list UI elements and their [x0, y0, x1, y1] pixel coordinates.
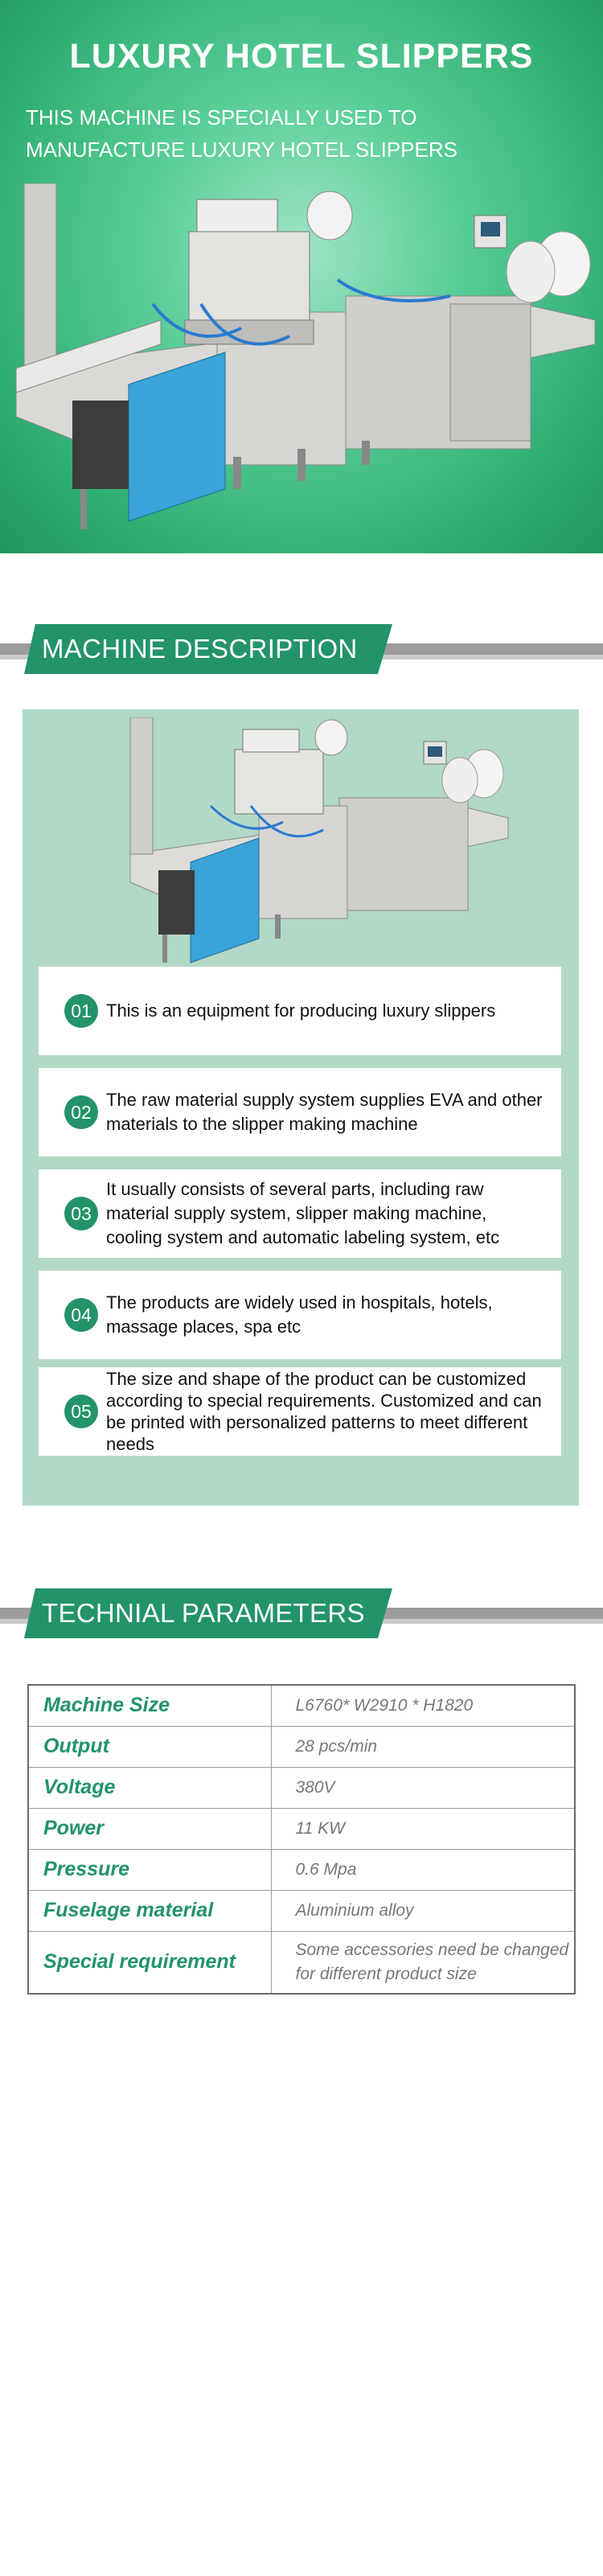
param-key: Fuselage material: [27, 1889, 272, 1932]
machine-description-header: MACHINE DESCRIPTION: [0, 624, 603, 674]
feature-number: 01: [64, 994, 98, 1028]
table-row: Power 11 KW: [27, 1807, 576, 1850]
feature-text: The products are widely used in hospital…: [106, 1292, 493, 1337]
table-row: Fuselage material Aluminium alloy: [27, 1889, 576, 1932]
param-key: Pressure: [27, 1848, 272, 1891]
hero-subtitle-line-2: MANUFACTURE LUXURY HOTEL SLIPPERS: [26, 138, 457, 162]
feature-text: It usually consists of several parts, in…: [106, 1179, 500, 1247]
machine-thumbnail: [129, 717, 509, 963]
feature-number: 03: [64, 1197, 98, 1230]
param-key: Power: [27, 1807, 272, 1850]
feature-item-05: 05 The size and shape of the product can…: [39, 1367, 561, 1456]
param-value: L6760* W2910 * H1820: [270, 1684, 576, 1727]
technical-parameters-header: TECHNIAL PARAMETERS: [0, 1588, 603, 1638]
feature-text: The raw material supply system supplies …: [106, 1090, 543, 1134]
table-row: Special requirement Some accessories nee…: [27, 1930, 576, 1995]
hero-banner: LUXURY HOTEL SLIPPERS THIS MACHINE IS SP…: [0, 0, 603, 553]
feature-item-03: 03 It usually consists of several parts,…: [39, 1169, 561, 1258]
table-row: Voltage 380V: [27, 1766, 576, 1809]
feature-number: 02: [64, 1095, 98, 1129]
param-key: Special requirement: [27, 1930, 272, 1995]
feature-number: 04: [64, 1298, 98, 1332]
feature-item-04: 04 The products are widely used in hospi…: [39, 1271, 561, 1359]
machine-image: [15, 183, 596, 529]
param-value: Aluminium alloy: [270, 1889, 576, 1932]
feature-item-01: 01 This is an equipment for producing lu…: [39, 967, 561, 1055]
param-value: Some accessories need be changed for dif…: [270, 1930, 576, 1995]
param-value: 11 KW: [270, 1807, 576, 1850]
hero-title: LUXURY HOTEL SLIPPERS: [69, 37, 534, 76]
param-key: Output: [27, 1725, 272, 1768]
feature-text: The size and shape of the product can be…: [106, 1369, 542, 1454]
section-title: TECHNIAL PARAMETERS: [24, 1588, 392, 1638]
param-value: 0.6 Mpa: [270, 1848, 576, 1891]
hero-subtitle-line-1: THIS MACHINE IS SPECIALLY USED TO: [26, 105, 417, 129]
hero-subtitle: THIS MACHINE IS SPECIALLY USED TO MANUFA…: [26, 101, 457, 166]
table-row: Pressure 0.6 Mpa: [27, 1848, 576, 1891]
feature-text: This is an equipment for producing luxur…: [106, 1000, 496, 1021]
table-row: Machine Size L6760* W2910 * H1820: [27, 1684, 576, 1727]
param-key: Machine Size: [27, 1684, 272, 1727]
feature-item-02: 02 The raw material supply system suppli…: [39, 1068, 561, 1157]
parameters-table: Machine Size L6760* W2910 * H1820 Output…: [27, 1684, 576, 1995]
param-value: 380V: [270, 1766, 576, 1809]
machine-description-panel: 01 This is an equipment for producing lu…: [23, 709, 579, 1506]
table-row: Output 28 pcs/min: [27, 1725, 576, 1768]
section-title: MACHINE DESCRIPTION: [24, 624, 392, 674]
param-key: Voltage: [27, 1766, 272, 1809]
feature-number: 05: [64, 1395, 98, 1428]
param-value: 28 pcs/min: [270, 1725, 576, 1768]
